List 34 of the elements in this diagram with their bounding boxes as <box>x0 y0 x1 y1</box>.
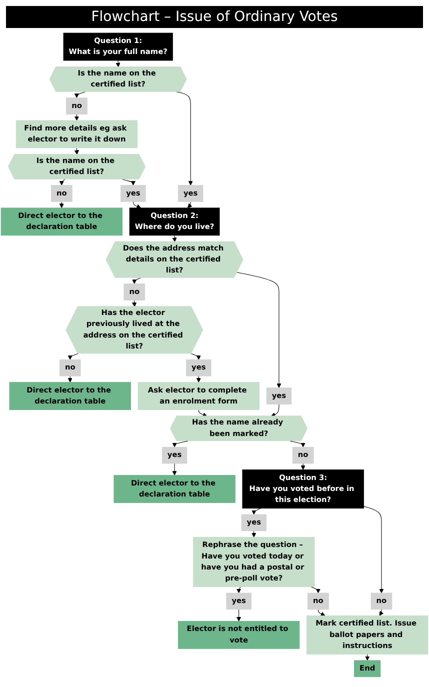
arrow <box>236 609 242 622</box>
arrow <box>68 376 72 383</box>
arrow <box>191 353 201 360</box>
arrow <box>196 376 201 383</box>
arrow <box>74 148 79 155</box>
arrow <box>270 404 280 417</box>
arrow <box>132 201 142 209</box>
arrow <box>176 92 193 186</box>
arrow <box>318 609 326 616</box>
arrow <box>68 353 78 360</box>
arrow <box>310 586 320 594</box>
arrow <box>365 654 370 661</box>
arrow <box>172 235 177 242</box>
arrow <box>379 609 384 616</box>
arrow <box>132 278 141 284</box>
arrow <box>59 201 64 208</box>
arrow <box>122 178 136 186</box>
arrow <box>74 114 80 121</box>
arrow <box>363 506 384 594</box>
arrow <box>236 586 242 594</box>
title-banner: Flowchart – Issue of Ordinary Votes <box>6 6 423 28</box>
arrow <box>116 60 120 68</box>
arrow <box>172 463 177 476</box>
arrow <box>252 508 262 515</box>
arrow <box>187 201 192 208</box>
arrow <box>172 440 188 448</box>
arrow <box>132 300 137 307</box>
arrow <box>300 463 306 470</box>
arrow <box>290 440 306 448</box>
arrow <box>252 530 256 538</box>
arrow <box>59 178 66 186</box>
arrow <box>198 409 208 417</box>
arrow <box>74 92 86 98</box>
arrow <box>236 272 282 388</box>
